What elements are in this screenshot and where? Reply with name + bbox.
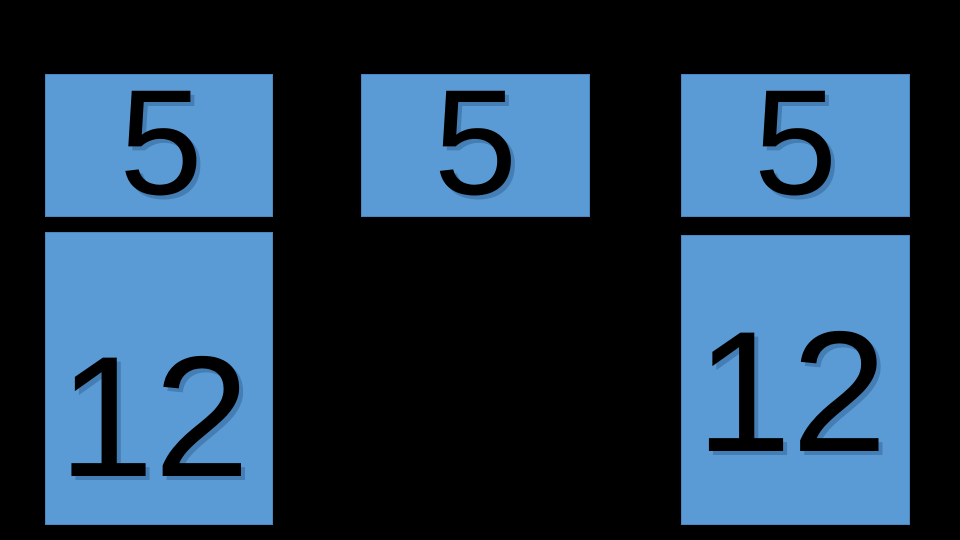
block-cell-3-top[interactable]: 5	[681, 74, 910, 217]
block-value-label: 12	[58, 320, 250, 513]
block-cell-3-bottom[interactable]: 12	[681, 235, 910, 525]
block-value-label: 5	[753, 74, 838, 217]
block-column-2: 5	[361, 0, 590, 540]
block-cell-1-bottom[interactable]: 12	[45, 232, 273, 525]
block-value-label: 5	[433, 74, 518, 217]
block-value-label: 5	[119, 74, 203, 217]
block-cell-2-top[interactable]: 5	[361, 74, 590, 217]
block-cell-1-top[interactable]: 5	[45, 74, 273, 217]
block-value-label: 12	[695, 296, 888, 488]
block-column-1: 5 12	[45, 0, 273, 540]
block-column-3: 5 12	[681, 0, 910, 540]
